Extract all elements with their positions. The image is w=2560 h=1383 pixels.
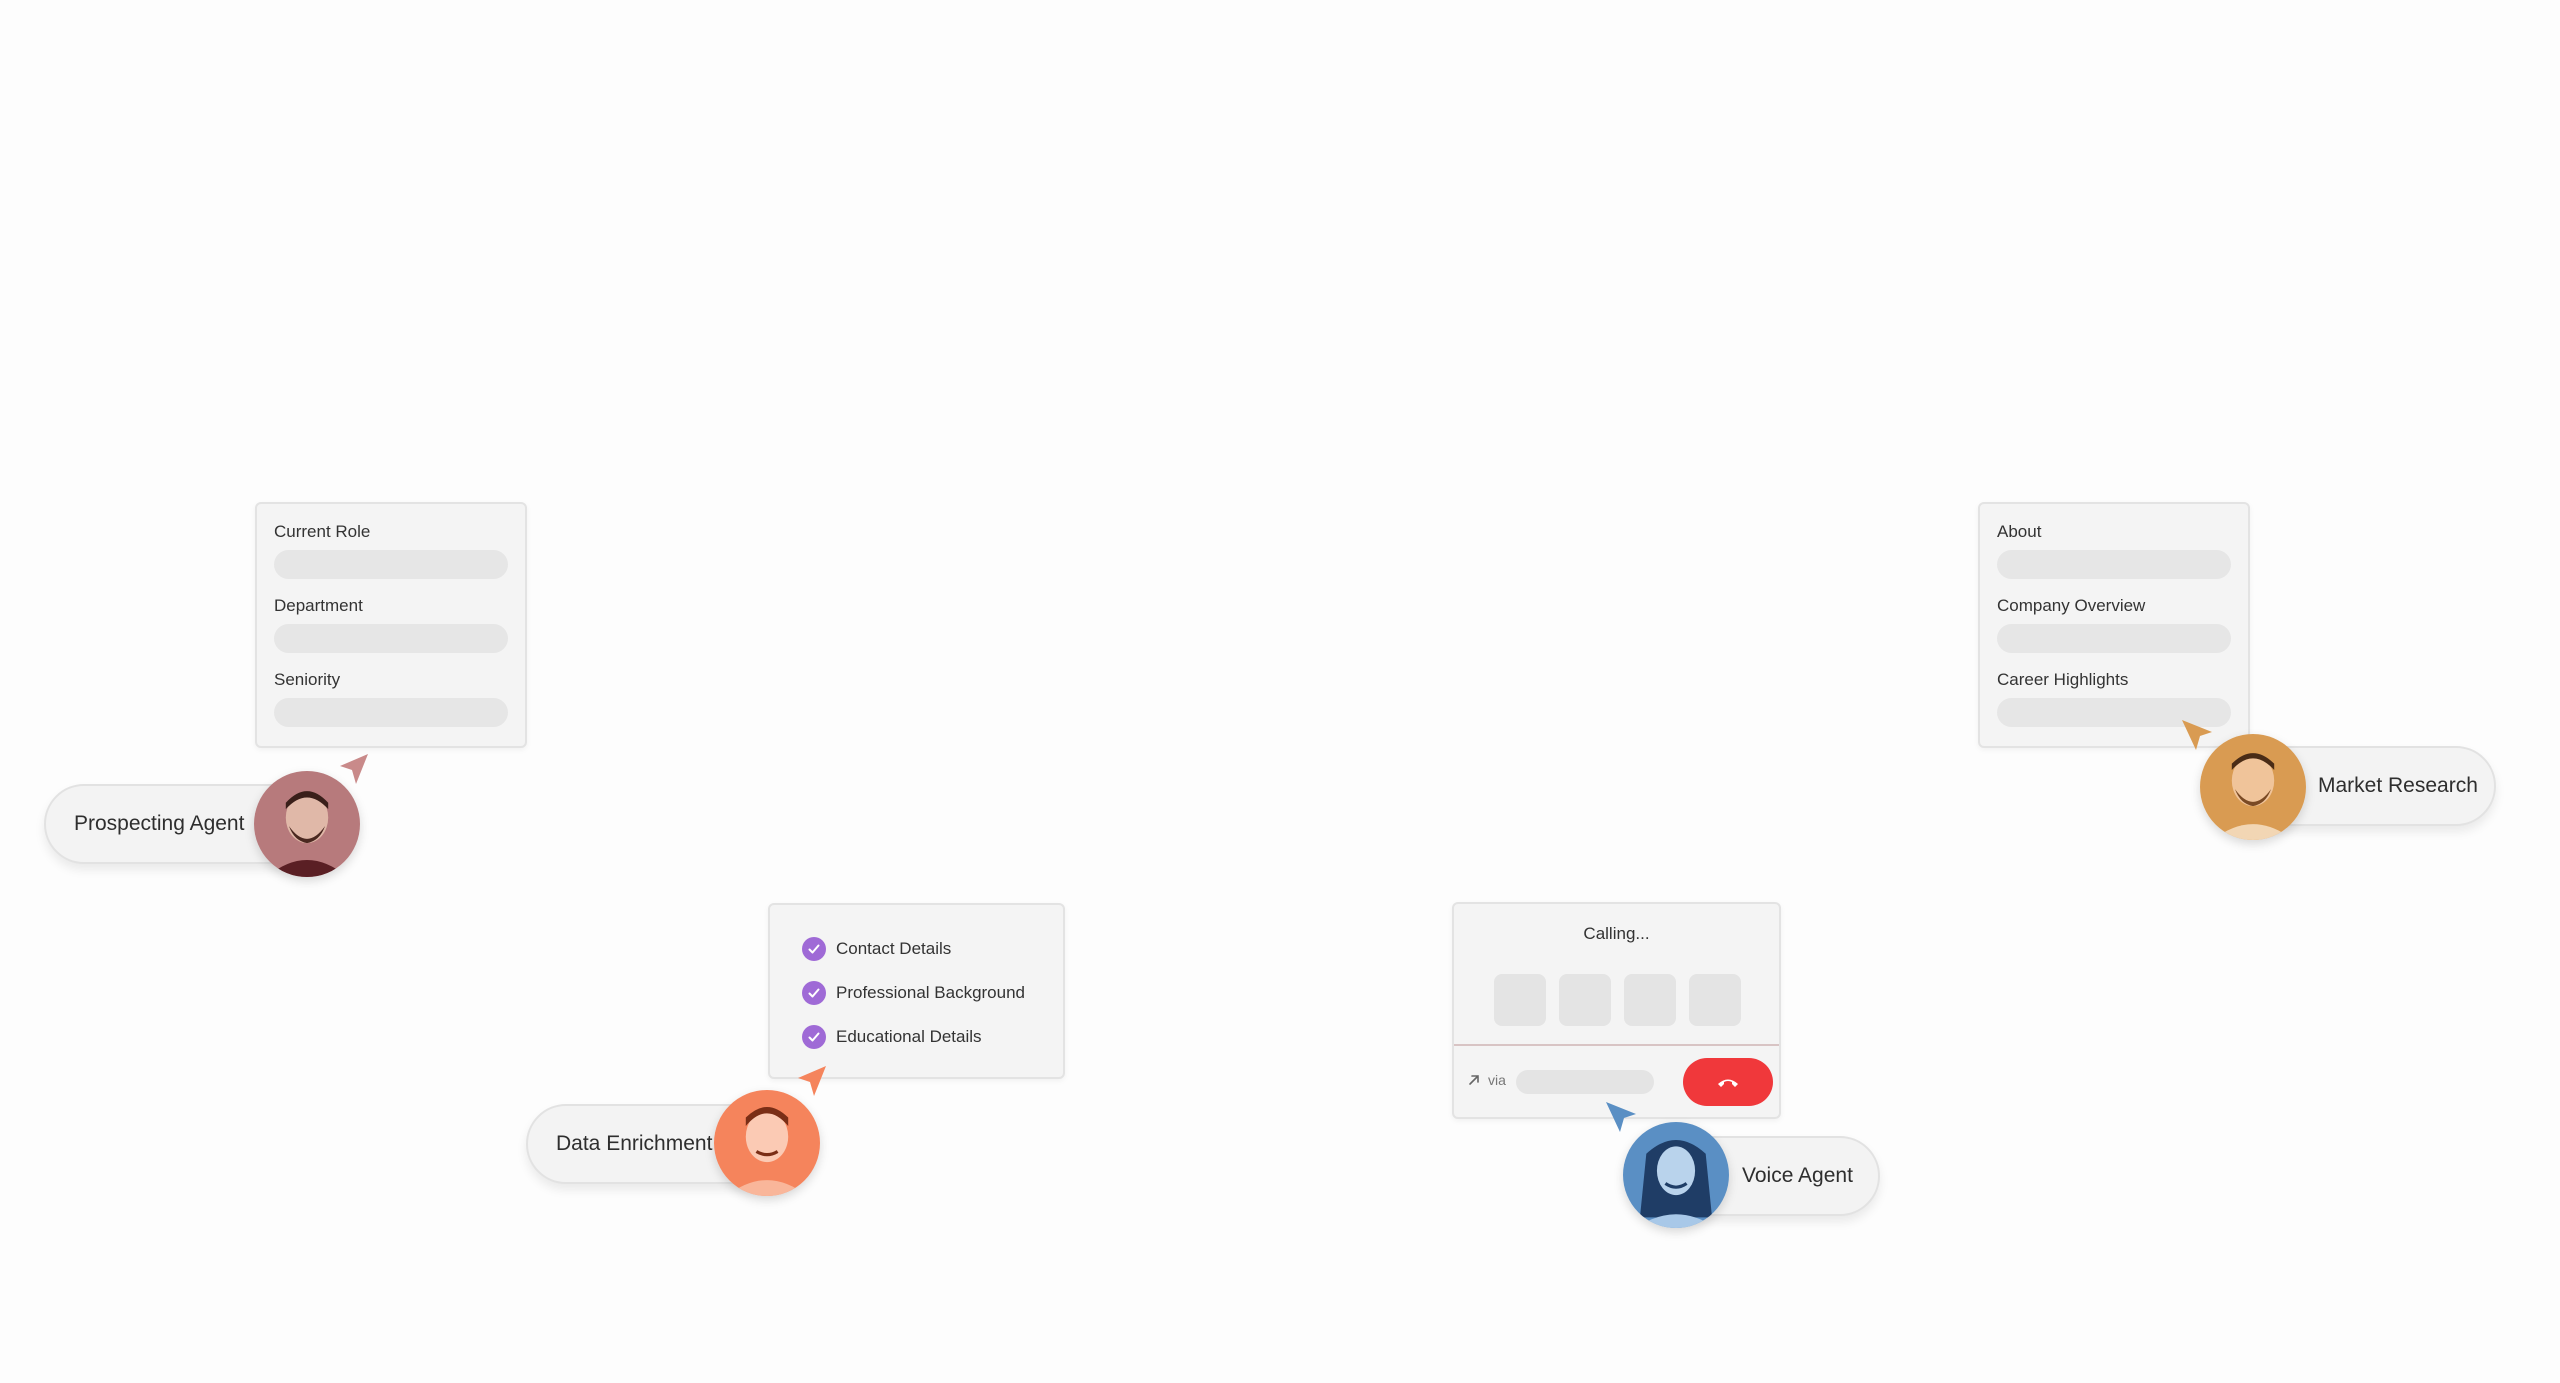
arrow-up-right-icon (1466, 1072, 1482, 1088)
checklist-item-professional-background: Professional Background (802, 981, 1025, 1005)
keypad-tile (1689, 974, 1741, 1026)
field-bar-career-highlights (1997, 698, 2231, 727)
checklist-item-contact-details: Contact Details (802, 937, 951, 961)
checklist-item-educational-details: Educational Details (802, 1025, 982, 1049)
check-circle-icon (802, 937, 826, 961)
hangup-button[interactable] (1683, 1058, 1773, 1106)
checklist-label: Contact Details (836, 939, 952, 958)
market-research-agent-avatar (2200, 734, 2306, 840)
field-bar-seniority (274, 698, 508, 727)
checklist-label: Educational Details (836, 1027, 982, 1046)
keypad-tile (1494, 974, 1546, 1026)
field-bar-department (274, 624, 508, 653)
market-research-cursor-icon (2180, 718, 2216, 754)
field-label-current-role: Current Role (274, 522, 371, 541)
data-enrichment-agent-avatar (714, 1090, 820, 1196)
checklist-label: Professional Background (836, 983, 1026, 1002)
call-status: Calling... (1583, 924, 1650, 943)
check-circle-icon (802, 1025, 826, 1049)
data-enrichment-cursor-icon (794, 1064, 830, 1100)
via-number-field (1516, 1070, 1654, 1094)
prospecting-cursor-icon (336, 752, 372, 788)
field-bar-about (1997, 550, 2231, 579)
call-divider (1454, 1044, 1779, 1046)
prospecting-agent-avatar (254, 771, 360, 877)
prospecting-profile-card: Current Role Department Seniority (255, 502, 527, 748)
prospecting-agent-name: Prospecting Agent (74, 812, 245, 835)
field-label-company-overview: Company Overview (1997, 596, 2146, 615)
field-label-seniority: Seniority (274, 670, 341, 689)
field-label-career-highlights: Career Highlights (1997, 670, 2129, 689)
data-enrichment-card: Contact Details Professional Background … (768, 903, 1065, 1079)
voice-agent-cursor-icon (1604, 1100, 1640, 1136)
keypad-tile (1559, 974, 1611, 1026)
check-circle-icon (802, 981, 826, 1005)
keypad-tile (1624, 974, 1676, 1026)
phone-hangup-icon (1716, 1075, 1740, 1089)
via-label: via (1488, 1072, 1506, 1088)
market-research-agent-name: Market Research (2318, 774, 2478, 797)
market-research-card: About Company Overview Career Highlights (1978, 502, 2250, 748)
data-enrichment-agent-name: Data Enrichment (556, 1132, 713, 1155)
field-label-about: About (1997, 522, 2042, 541)
voice-agent-name: Voice Agent (1742, 1164, 1853, 1187)
field-bar-company-overview (1997, 624, 2231, 653)
call-footer: via (1454, 1046, 1779, 1117)
field-label-department: Department (274, 596, 363, 615)
voice-call-card: Calling... via (1452, 902, 1781, 1119)
field-bar-current-role (274, 550, 508, 579)
voice-agent-avatar (1623, 1122, 1729, 1228)
